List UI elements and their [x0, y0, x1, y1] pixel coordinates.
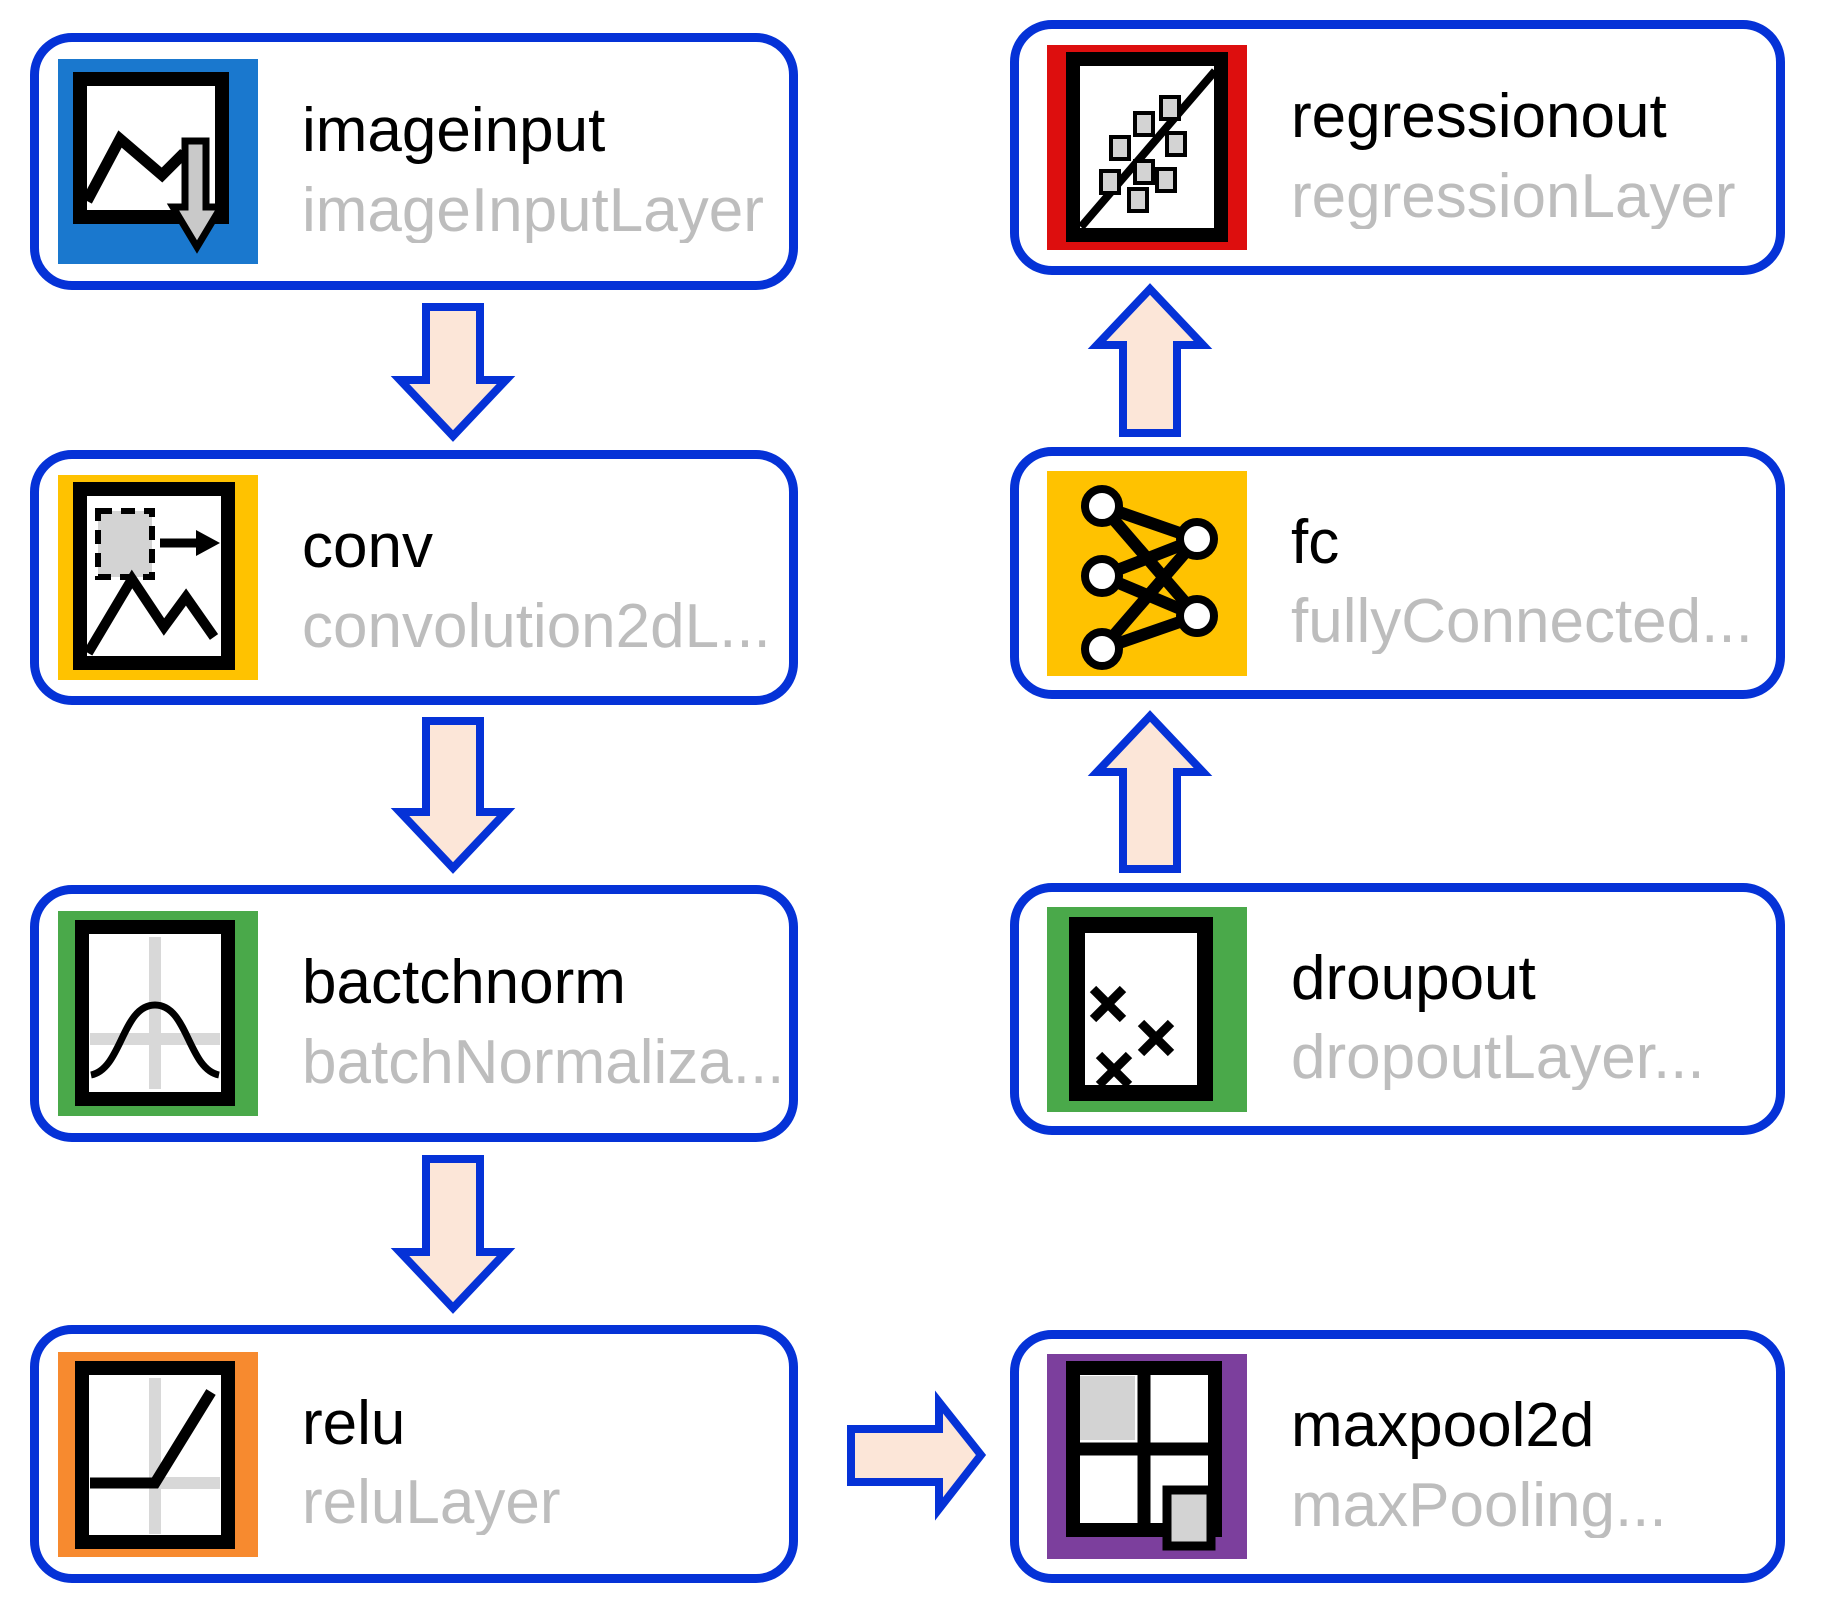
layer-name: fc [1291, 507, 1340, 577]
layer-node-maxpool2d[interactable]: maxpool2d maxPooling... [1010, 1330, 1785, 1583]
layer-node-conv[interactable]: conv convolution2dL... [30, 450, 798, 705]
layer-name: maxpool2d [1291, 1391, 1595, 1461]
layer-type: regressionLayer [1291, 161, 1736, 229]
layer-node-relu[interactable]: relu reluLayer [30, 1325, 798, 1583]
layer-type: imageInputLayer [302, 175, 764, 243]
image-input-icon [58, 59, 258, 264]
layer-name: bactchnorm [302, 948, 626, 1018]
arrow-conv-to-bactchnorm [390, 717, 516, 874]
layer-type: dropoutLayer... [1291, 1023, 1705, 1091]
batch-normalization-icon [58, 911, 258, 1116]
max-pooling-2d-icon [1047, 1354, 1247, 1559]
layer-name: relu [302, 1388, 406, 1458]
regression-output-icon [1047, 45, 1247, 250]
layer-type: maxPooling... [1291, 1470, 1667, 1538]
arrow-fc-to-regressionout [1087, 283, 1213, 437]
layer-name: regressionout [1291, 82, 1667, 152]
layer-node-imageinput[interactable]: imageinput imageInputLayer [30, 33, 798, 290]
convolution-2d-icon [58, 475, 258, 680]
arrow-bactchnorm-to-relu [390, 1155, 516, 1314]
layer-node-droupout[interactable]: droupout dropoutLayer... [1010, 883, 1785, 1135]
dropout-icon [1047, 906, 1247, 1112]
layer-node-regressionout[interactable]: regressionout regressionLayer [1010, 20, 1785, 275]
layer-type: reluLayer [302, 1468, 561, 1536]
layer-node-bactchnorm[interactable]: bactchnorm batchNormaliza... [30, 885, 798, 1142]
layer-name: conv [302, 512, 433, 582]
layer-name: imageinput [302, 96, 606, 166]
layer-node-fc[interactable]: fc fullyConnected... [1010, 447, 1785, 699]
layer-type: fullyConnected... [1291, 587, 1753, 655]
layer-type: convolution2dL... [302, 591, 771, 659]
layer-name: droupout [1291, 943, 1536, 1013]
relu-icon [58, 1351, 258, 1557]
layer-type: batchNormaliza... [302, 1027, 785, 1095]
arrow-droupout-to-fc [1087, 710, 1213, 873]
fully-connected-icon [1047, 470, 1247, 676]
arrow-imageinput-to-conv [390, 303, 516, 442]
arrow-relu-to-maxpool2d [847, 1390, 987, 1521]
